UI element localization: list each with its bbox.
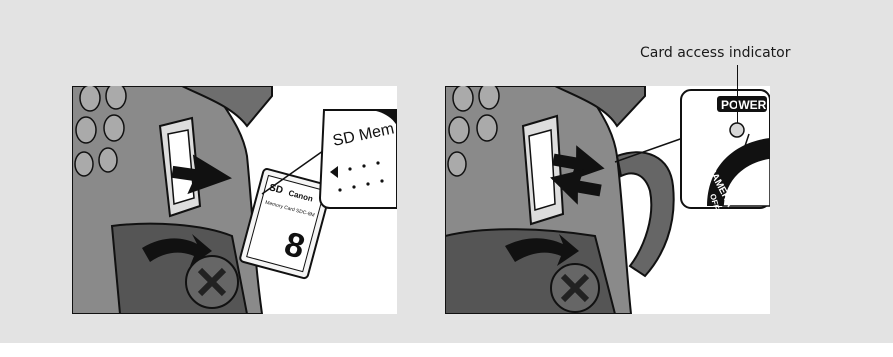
insert-card-illustration: SD Canon Memory Card SDC-8M 8 SD Mem	[72, 86, 397, 314]
power-label: POWER	[721, 98, 767, 112]
card-access-indicator-label: Card access indicator	[640, 45, 790, 61]
illustration-panel: SD Canon Memory Card SDC-8M 8 SD Mem	[0, 0, 893, 343]
callout-leader-line	[737, 65, 738, 123]
card-access-illustration: POWER CAMERA OFF	[445, 86, 770, 314]
